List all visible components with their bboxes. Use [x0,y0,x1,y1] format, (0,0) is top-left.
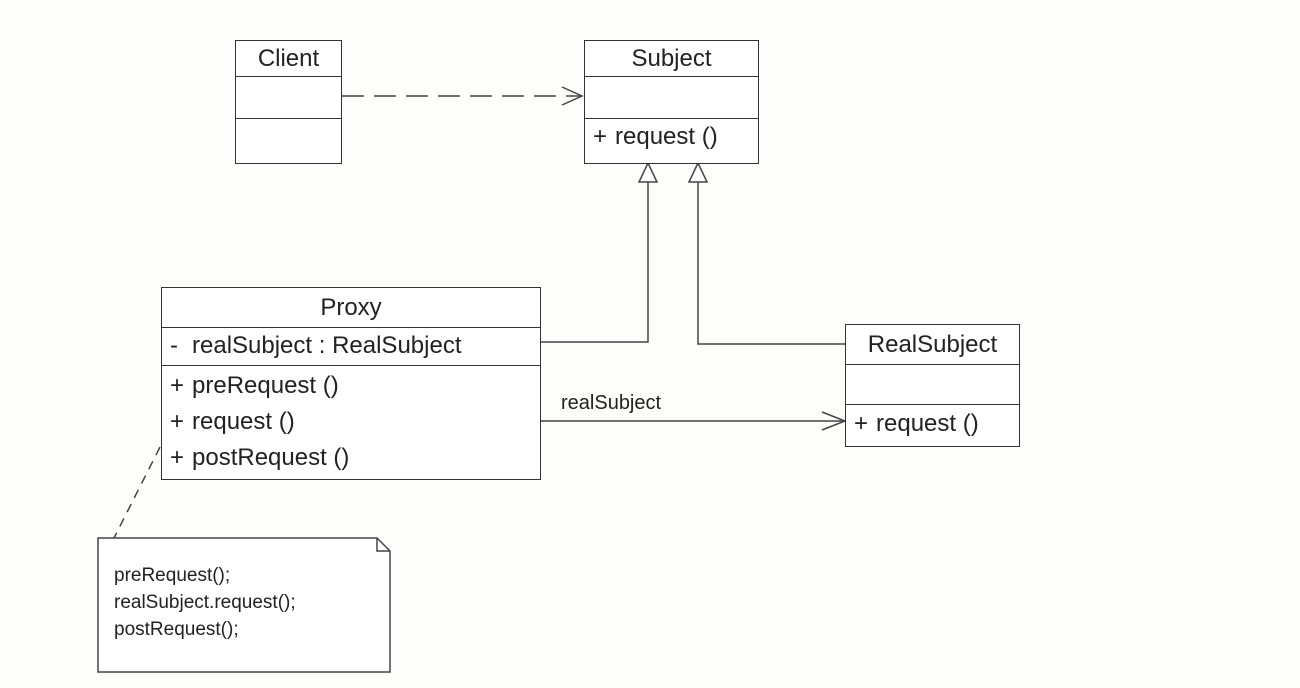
visibility-marker: + [170,372,185,399]
operation: + request () [854,405,1019,441]
operations-section: + request () [846,405,1019,446]
note-text: preRequest(); realSubject.request(); pos… [98,550,390,672]
class-name: Proxy [162,288,540,328]
note-line: realSubject.request(); [114,592,296,613]
operation: + request () [593,119,758,155]
operations-section: + request () [585,119,758,163]
dependency-client-subject [342,86,584,106]
operation: + preRequest () [170,368,540,404]
class-realsubject[interactable]: RealSubject + request () [845,324,1020,447]
attributes-section [236,77,341,119]
class-subject[interactable]: Subject + request () [584,40,759,164]
note-line: postRequest(); [114,619,239,640]
attributes-section [846,365,1019,405]
attribute: -realSubject : RealSubject [170,328,540,364]
attributes-section: -realSubject : RealSubject [162,328,540,366]
operations-section [236,119,341,163]
visibility-marker: + [170,408,185,435]
class-name: Client [236,41,341,77]
operation-text: request () [192,408,295,435]
class-proxy[interactable]: Proxy -realSubject : RealSubject + preReq… [161,287,541,480]
operation-text: request () [615,123,718,150]
class-name: Subject [585,41,758,77]
note-line: preRequest(); [114,565,231,586]
operations-section: + preRequest () + request () + postRequest … [162,366,540,476]
operation-text: preRequest () [192,372,339,399]
operation-text: postRequest () [192,444,350,471]
visibility-marker: + [854,410,869,437]
attribute-text: realSubject : RealSubject [192,332,462,359]
class-client[interactable]: Client [235,40,342,164]
generalization-realsubject-subject [687,161,845,345]
visibility-marker: + [593,123,608,150]
operation: + request () [170,404,540,440]
attributes-section [585,77,758,119]
operation-text: request () [876,410,979,437]
visibility-marker: - [170,332,178,359]
association-label: realSubject [561,392,662,414]
generalization-proxy-subject [540,161,659,343]
operation: + postRequest () [170,440,540,476]
note-shape [97,537,391,673]
class-name: RealSubject [846,325,1019,365]
note-anchor-line [113,446,161,539]
visibility-marker: + [170,444,185,471]
